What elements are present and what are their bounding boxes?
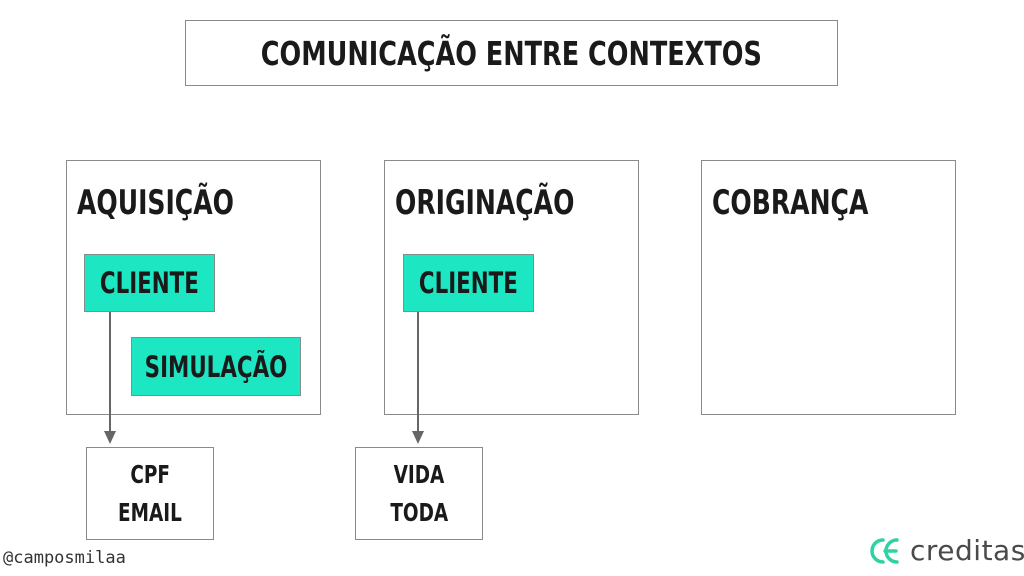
note-line: TODA <box>390 497 448 527</box>
context-label-aquisicao: AQUISIÇÃO <box>77 183 234 223</box>
entity-label: CLIENTE <box>99 266 200 300</box>
entity-label: SIMULAÇÃO <box>144 349 288 384</box>
diagram-title: COMUNICAÇÃO ENTRE CONTEXTOS <box>260 33 763 73</box>
brand-name: creditas <box>910 534 1024 567</box>
context-cobranca: COBRANÇA <box>701 160 956 415</box>
context-label-cobranca: COBRANÇA <box>712 183 869 223</box>
note-line: EMAIL <box>118 497 182 527</box>
entity-cliente-aquisicao: CLIENTE <box>84 254 215 312</box>
note-vida-toda: VIDA TODA <box>355 447 483 540</box>
creditas-logo-icon <box>870 537 899 564</box>
entity-label: CLIENTE <box>418 266 519 300</box>
author-handle: @camposmilaa <box>3 548 126 568</box>
note-line: VIDA <box>393 459 445 489</box>
brand-logo: creditas <box>866 534 1024 567</box>
entity-simulacao: SIMULAÇÃO <box>131 337 301 396</box>
note-line: CPF <box>130 459 170 489</box>
entity-cliente-originacao: CLIENTE <box>403 254 534 312</box>
context-label-originacao: ORIGINAÇÃO <box>395 183 575 223</box>
diagram-title-box: COMUNICAÇÃO ENTRE CONTEXTOS <box>185 20 838 86</box>
note-cpf-email: CPF EMAIL <box>86 447 214 540</box>
